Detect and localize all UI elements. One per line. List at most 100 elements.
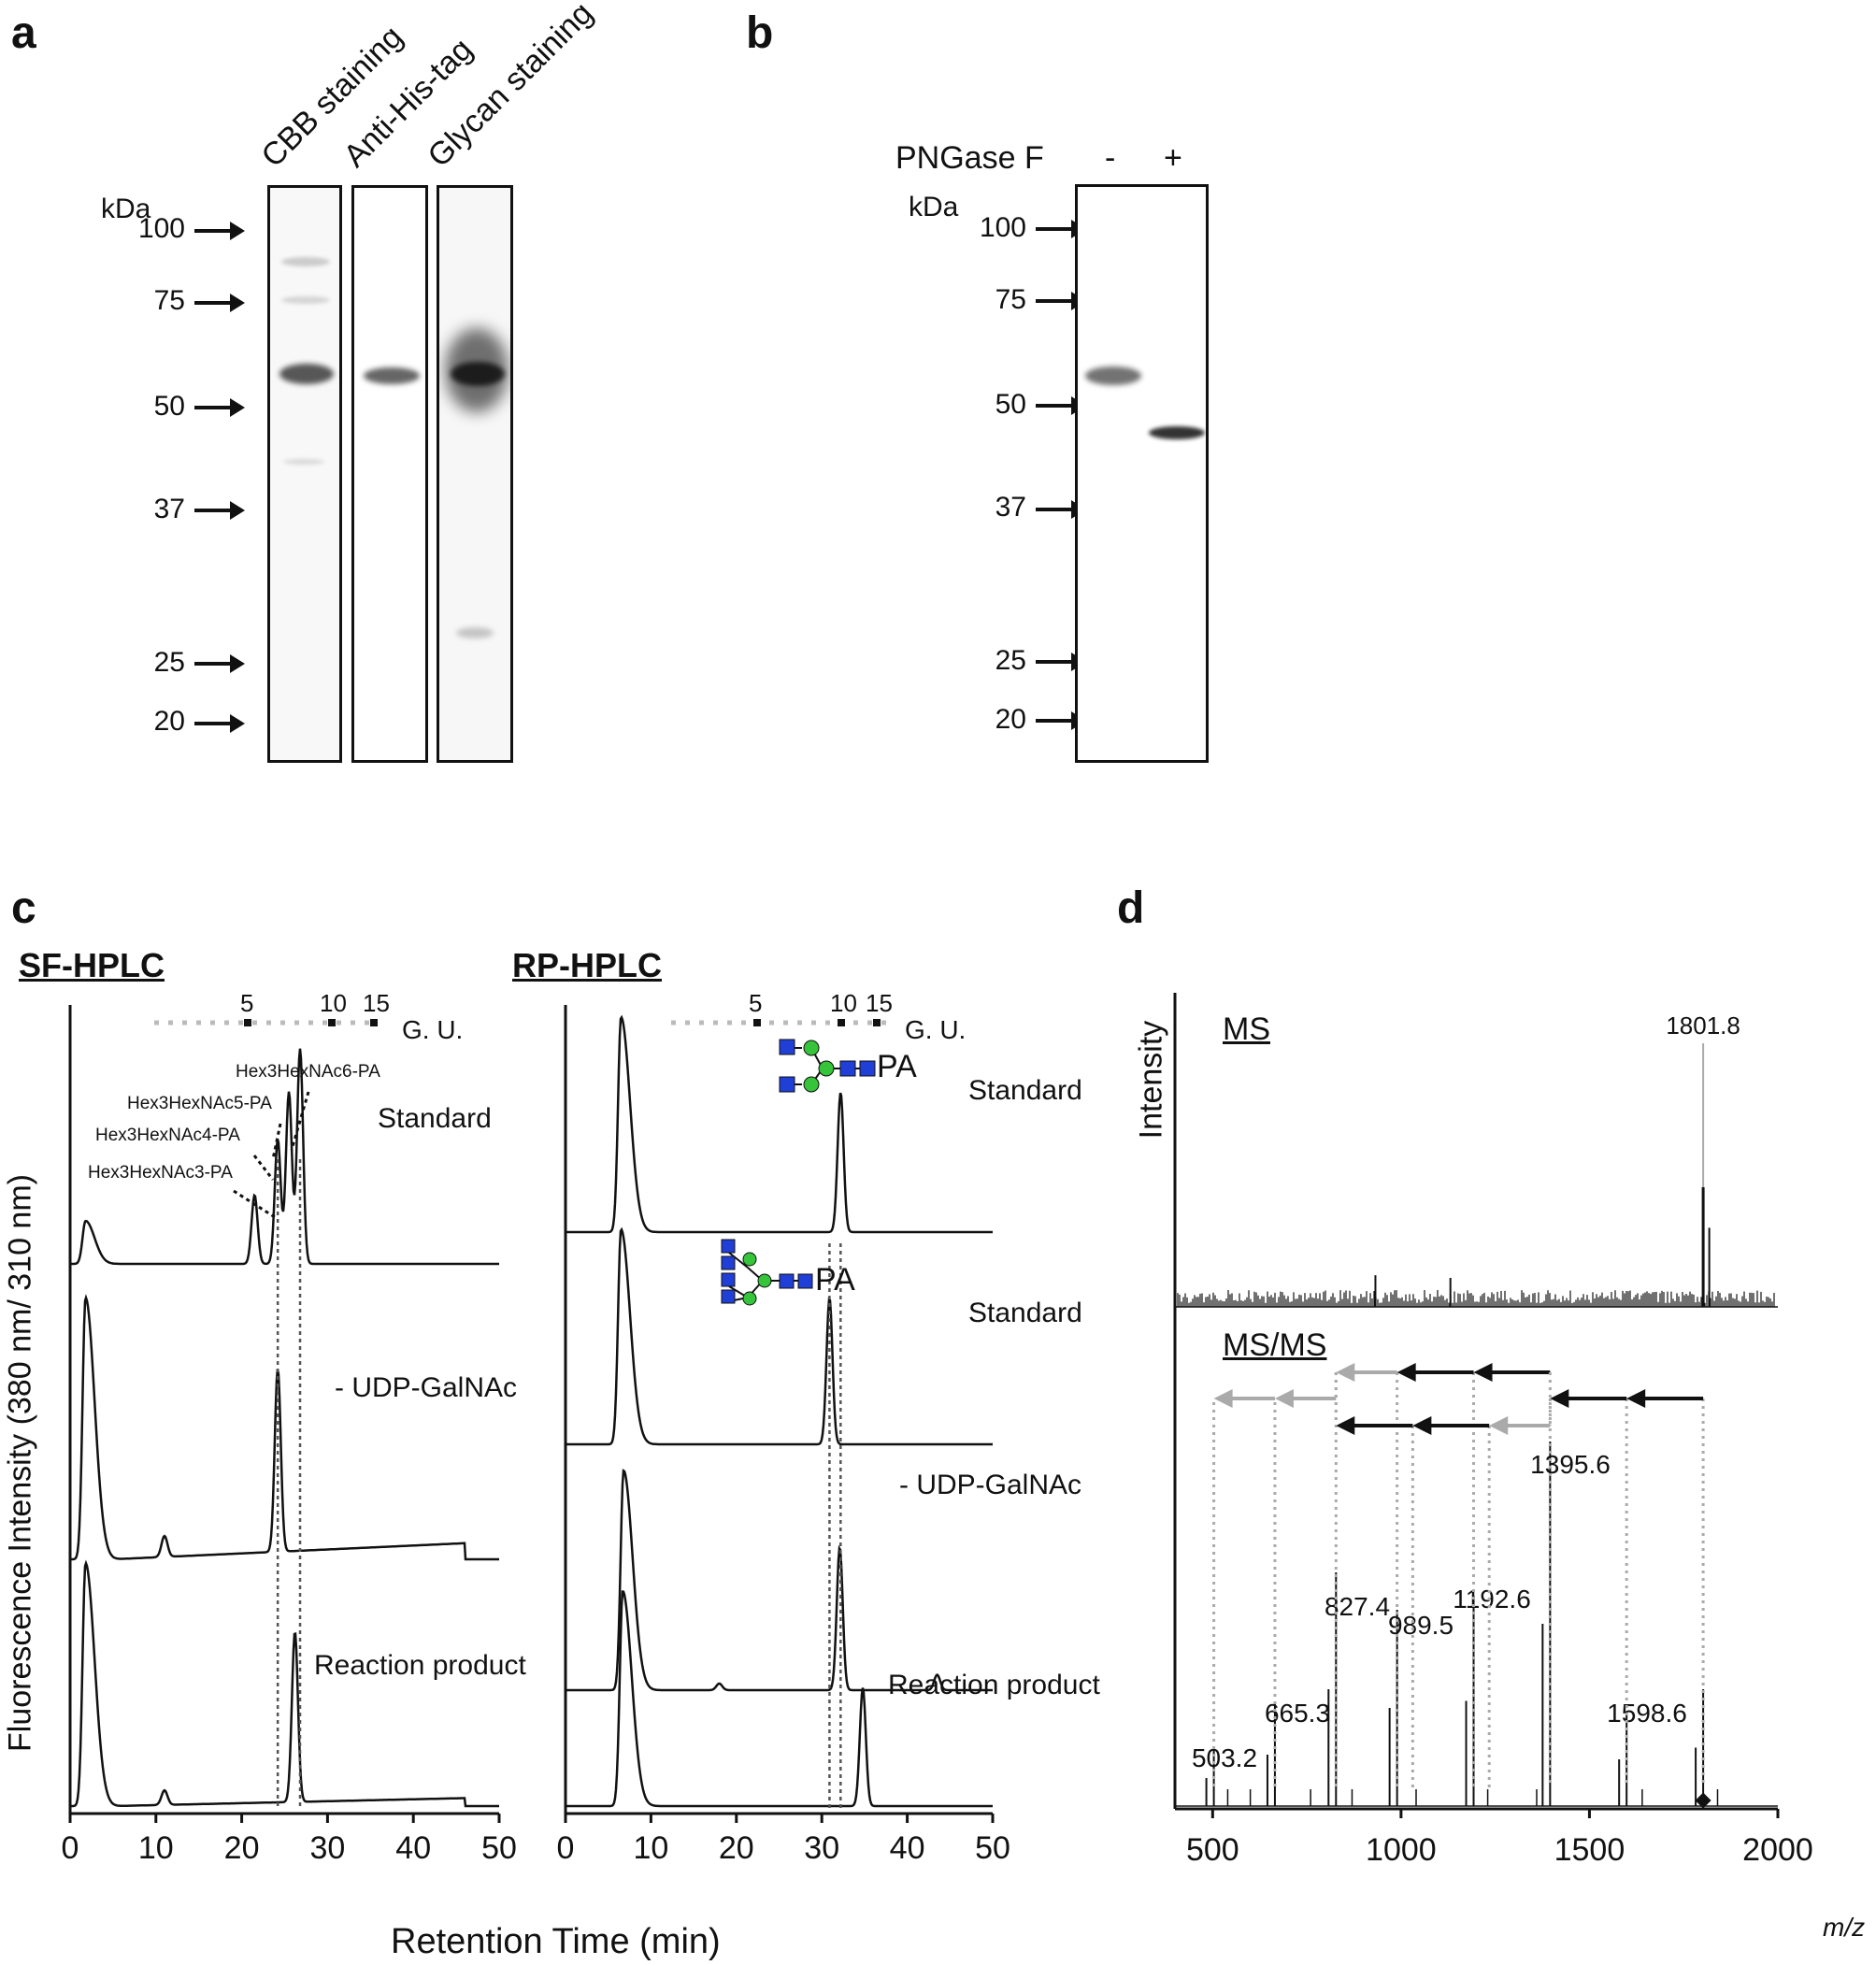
panel-d-letter: d [1117,883,1145,933]
x-tick-label: 20 [719,1830,754,1866]
gel-lane-glycan [437,185,513,763]
x-tick-label: 0 [557,1830,575,1866]
peak-value-label: 827.4 [1325,1592,1390,1621]
x-tick-label: 0 [62,1830,79,1866]
peak-label: Hex3HexNAc4-PA [95,1126,240,1145]
mw-marker-100: 100 [979,212,1026,243]
pngase-label: PNGase F [895,140,1044,176]
rp-hplc-chart: 0 10 20 30 40 50 [557,1005,1010,1866]
gu-tick-right: 15 [866,989,893,1017]
gel-lane-anti-his [351,185,428,763]
gel-band [283,459,324,465]
trace-label: - UDP-GalNAc [899,1470,1082,1500]
ms-noise [1177,1290,1775,1307]
mw-marker-25: 25 [995,645,1026,676]
mw-marker-50: 50 [995,389,1026,420]
gu-tick-mark [873,1019,881,1026]
gel-band [281,296,330,304]
gel-band [281,257,330,266]
c-ylabel: Fluorescence Intensity (380 nm/ 310 nm) [2,1174,38,1752]
mw-marker-20: 20 [995,704,1026,735]
gel-pngase [1075,184,1209,763]
panel-c-letter: c [11,883,36,933]
arrow-icon [194,398,245,417]
gu-tick-right: 5 [749,989,763,1017]
peak-arrow [233,1189,276,1219]
gel-band [456,627,494,638]
arrow-icon [1336,1363,1355,1382]
glycan-pa-label: PA [877,1049,917,1084]
msms-label: MS/MS [1223,1327,1327,1363]
arrow-icon [194,294,245,312]
peak-arrow [271,1123,282,1160]
ms-label: MS [1223,1011,1270,1047]
x-tick-label: 10 [633,1830,668,1866]
x-tick-label: 50 [975,1830,1010,1866]
trace-label: Reaction product [888,1670,1100,1700]
trace-label: Standard [378,1103,492,1134]
arrow-icon [1473,1363,1493,1382]
d-xlabel: m/z [1823,1913,1866,1942]
gel-band [279,364,334,384]
gu-label-left: G. U. [402,1015,464,1044]
gel-band [451,362,505,386]
mw-marker-75: 75 [995,284,1026,315]
arrow-icon [1550,1389,1569,1408]
peak-value-label: 989.5 [1388,1611,1454,1640]
kda-unit-a: kDa [101,194,151,224]
trace-line [566,1590,993,1808]
x-tick-label: 10 [138,1830,174,1866]
trace-line [70,1048,499,1266]
x-tick-label: 2000 [1742,1832,1813,1868]
panel-b-letter: b [746,8,774,58]
arrow-icon [194,654,245,673]
trace-label: Standard [968,1298,1082,1328]
x-tick-label: 1500 [1554,1832,1625,1868]
peak-value-label: 1801.8 [1666,1011,1740,1040]
gu-tick-left: 5 [240,989,254,1017]
c-xlabel: Retention Time (min) [391,1922,721,1961]
gu-tick-mark [244,1019,251,1026]
glycan-structure-icon [779,1039,876,1093]
peak-label: Hex3HexNAc3-PA [88,1163,233,1183]
trace-line [566,1469,993,1692]
arrow-icon [1626,1389,1646,1408]
trace-label: - UDP-GalNAc [335,1372,518,1403]
gu-tick-mark [328,1019,336,1026]
glycan-pa-label: PA [815,1262,855,1298]
trace-line [70,1294,499,1561]
pngase-minus: - [1105,140,1116,176]
gu-tick-mark [838,1019,845,1026]
arrow-icon [194,222,245,240]
arrow-icon [1336,1416,1355,1435]
d-ylabel: Intensity [1133,1020,1169,1140]
peak-value-label: 503.2 [1192,1743,1257,1772]
pngase-plus: + [1164,140,1182,176]
arrow-icon [194,501,245,520]
sf-hplc-title: SF-HPLC [19,946,165,984]
arrow-icon [1489,1416,1509,1435]
precursor-diamond-icon [1695,1792,1711,1809]
trace-line [70,1559,499,1808]
mw-marker-100: 100 [137,213,185,244]
gel-band-minus [1085,366,1141,385]
x-tick-label: 500 [1186,1832,1239,1868]
x-tick-label: 30 [804,1830,839,1866]
arrow-icon [1396,1363,1416,1382]
gu-tick-left: 15 [363,989,390,1017]
mw-marker-50: 50 [153,391,185,422]
panel-a-letter: a [11,8,36,58]
peak-arrow [252,1155,275,1181]
gu-label-right: G. U. [905,1015,967,1044]
gel-lane-cbb [267,185,342,763]
trace-line [566,1226,993,1446]
trace-line [566,1014,993,1234]
trace-label: Standard [968,1075,1082,1106]
x-tick-label: 40 [890,1830,925,1866]
trace-label: Reaction product [314,1650,526,1681]
gu-tick-mark [753,1019,761,1026]
arrow-icon [194,714,245,733]
x-tick-label: 1000 [1366,1832,1437,1868]
